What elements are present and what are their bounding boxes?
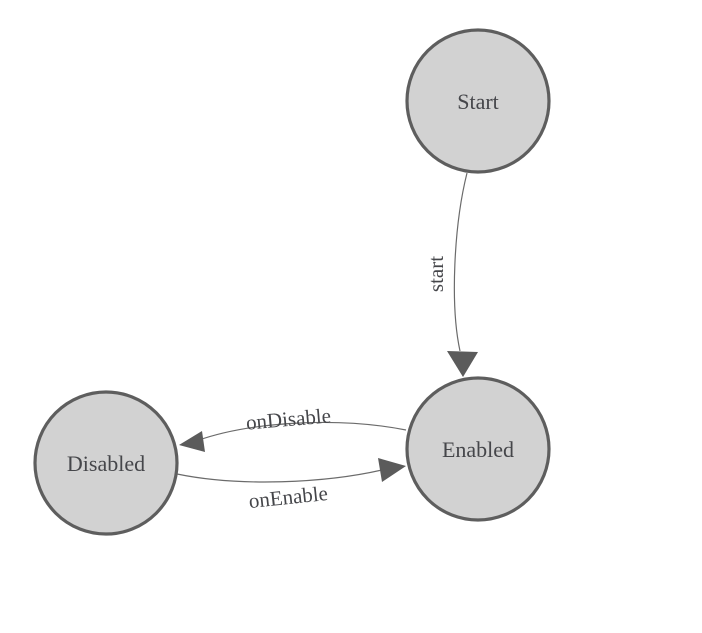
- edge-enabled-to-disabled-line[interactable]: [195, 421, 407, 442]
- edge-disabled-to-enabled-line[interactable]: [176, 469, 383, 483]
- edge-enabled-to-disabled[interactable]: onDisable: [179, 403, 407, 452]
- state-label-enabled: Enabled: [442, 437, 514, 462]
- state-circle-disabled[interactable]: [33, 390, 179, 536]
- state-node-enabled[interactable]: Enabled: [405, 376, 551, 522]
- edge-label-ondisable: onDisable: [245, 403, 332, 434]
- edge-label-start: start: [424, 256, 448, 292]
- edge-start-to-enabled[interactable]: start: [424, 172, 478, 377]
- state-label-start: Start: [457, 89, 499, 114]
- edge-label-onenable: onEnable: [248, 481, 329, 513]
- arrowhead-into-disabled-right: [179, 431, 205, 452]
- state-label-disabled: Disabled: [67, 451, 145, 476]
- state-node-disabled[interactable]: Disabled: [33, 390, 179, 536]
- state-node-start[interactable]: Start: [405, 28, 551, 174]
- state-circle-start[interactable]: [405, 28, 551, 174]
- edge-start-to-enabled-line[interactable]: [453, 172, 468, 352]
- arrowhead-into-enabled-top: [447, 351, 478, 377]
- edge-disabled-to-enabled[interactable]: onEnable: [176, 458, 406, 513]
- arrowhead-into-enabled-left: [378, 458, 406, 482]
- state-circle-enabled[interactable]: [405, 376, 551, 522]
